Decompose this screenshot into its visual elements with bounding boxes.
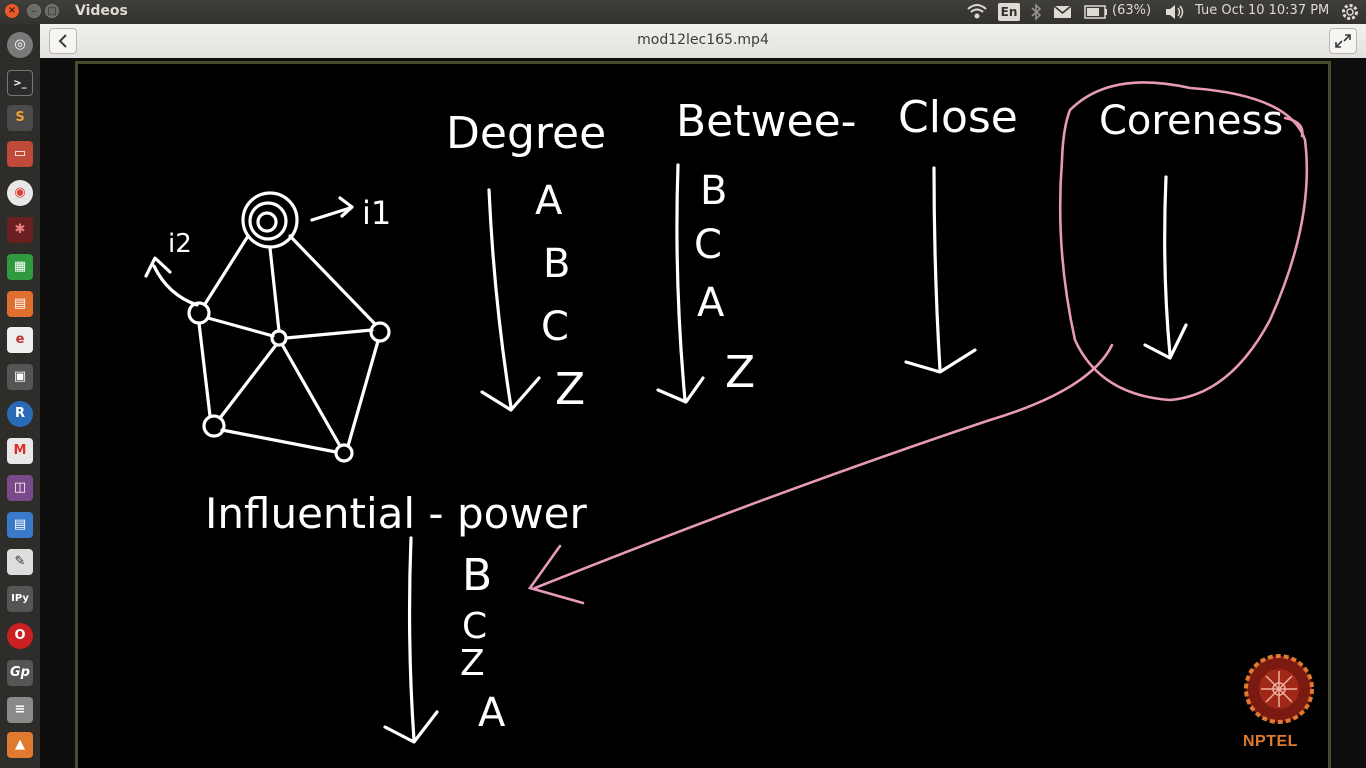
influential-item-2: C [462, 606, 487, 647]
keyboard-language-indicator[interactable]: En [998, 3, 1020, 21]
influential-item-3: Z [460, 643, 485, 684]
fullscreen-icon [1335, 34, 1351, 48]
media-player-icon[interactable]: ◫ [7, 475, 33, 501]
fullscreen-button[interactable] [1329, 28, 1357, 54]
presentation-icon[interactable]: ▤ [7, 291, 33, 317]
battery-icon[interactable] [1084, 5, 1107, 19]
nptel-logo-text: NPTEL [1243, 733, 1298, 750]
launcher: ◎ >_ S ▭ ◉ ✱ ▦ ▤ e ▣ R M ◫ ▤ ✎ IPy O Gp … [0, 24, 40, 768]
document-viewer-icon[interactable]: e [7, 327, 33, 353]
tray-icons [967, 3, 1358, 21]
influential-power-heading: Influential - power [205, 489, 587, 538]
text-editor-icon[interactable]: ✎ [7, 549, 33, 575]
minimize-window-button[interactable]: – [27, 4, 41, 18]
back-button[interactable] [49, 28, 77, 54]
sublime-text-icon[interactable]: S [7, 105, 33, 131]
chalkboard-frame [75, 61, 1331, 768]
video-title: mod12lec165.mp4 [637, 32, 769, 48]
betweenness-item-2: C [694, 222, 722, 268]
nptel-logo [1244, 654, 1314, 724]
gmail-icon[interactable]: M [7, 438, 33, 464]
system-gear-icon[interactable] [1342, 4, 1358, 20]
top-panel: × – □ Videos [0, 0, 1366, 24]
maximize-window-button[interactable]: □ [45, 4, 59, 18]
coreness-arrow [1163, 175, 1172, 357]
close-window-button[interactable]: × [5, 4, 19, 18]
writer-icon[interactable]: ▤ [7, 512, 33, 538]
heading-closeness: Close [898, 92, 1018, 143]
stack-icon[interactable]: ≡ [7, 697, 33, 723]
node-label-i2: i2 [168, 229, 192, 259]
betweenness-item-4: Z [725, 347, 755, 398]
app-icon[interactable]: ▲ [7, 732, 33, 758]
betweenness-arrow [675, 163, 687, 402]
betweenness-item-1: B [700, 168, 727, 214]
video-header-bar: mod12lec165.mp4 [40, 24, 1366, 59]
video-editor-icon[interactable]: ▣ [7, 364, 33, 390]
mail-icon[interactable] [1053, 5, 1072, 18]
degree-item-1: A [535, 178, 563, 224]
chevron-left-icon [58, 34, 67, 48]
heading-degree: Degree [446, 108, 606, 159]
wifi-icon[interactable] [967, 4, 987, 19]
influential-arrow [407, 536, 416, 742]
volume-icon[interactable] [1166, 5, 1184, 19]
dash-icon[interactable]: ◎ [7, 32, 33, 58]
heading-betweenness: Betwee- [676, 96, 857, 147]
degree-item-4: Z [555, 364, 585, 415]
clock[interactable]: Tue Oct 10 10:37 PM [1195, 3, 1330, 18]
coreness-highlight [527, 81, 1309, 605]
node-label-i1: i1 [362, 194, 391, 232]
gnuplot-icon[interactable]: Gp [7, 660, 33, 686]
spreadsheet-icon[interactable]: ▦ [7, 254, 33, 280]
network-graph [144, 191, 391, 463]
files-icon[interactable]: ▭ [7, 141, 33, 167]
influential-item-1: B [462, 550, 492, 601]
influential-item-4: A [478, 690, 506, 736]
settings-icon[interactable]: ✱ [7, 217, 33, 243]
battery-percent: (63%) [1112, 3, 1152, 18]
ipython-icon[interactable]: IPy [7, 586, 33, 612]
degree-item-3: C [541, 304, 569, 350]
betweenness-item-3: A [697, 280, 725, 326]
app-title: Videos [75, 3, 128, 19]
r-icon[interactable]: R [7, 401, 33, 427]
opera-icon[interactable]: O [7, 623, 33, 649]
heading-coreness: Coreness [1099, 98, 1283, 144]
chrome-icon[interactable]: ◉ [7, 180, 33, 206]
terminal-icon[interactable]: >_ [7, 70, 33, 96]
degree-item-2: B [543, 241, 570, 287]
degree-arrow [487, 188, 513, 409]
bluetooth-icon[interactable] [1031, 3, 1042, 21]
closeness-arrow [932, 166, 942, 372]
